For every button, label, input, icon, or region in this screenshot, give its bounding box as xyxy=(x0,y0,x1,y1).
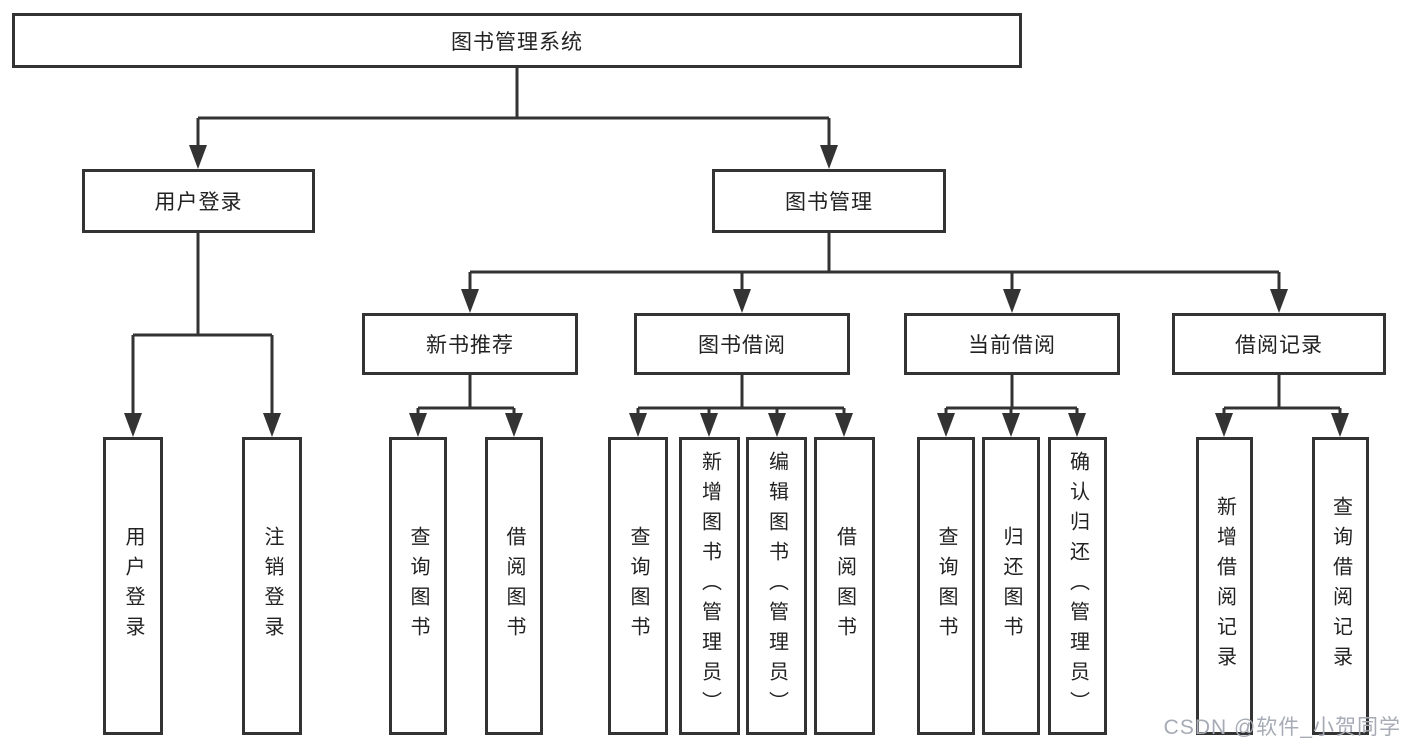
arrow-down-icon xyxy=(505,413,523,437)
connector-root-to-level2 xyxy=(196,68,831,150)
connector-userlogin-to-leaves xyxy=(131,233,274,419)
arrow-down-icon xyxy=(768,413,786,437)
node-label: 用户登录 xyxy=(122,526,144,646)
node-label: 查询图书 xyxy=(627,526,649,646)
arrow-down-icon xyxy=(1270,289,1288,313)
arrow-down-icon xyxy=(461,289,479,313)
arrow-down-icon xyxy=(700,413,718,437)
node-leaf-query-borrow-record: 查询借阅记录 xyxy=(1312,437,1369,735)
node-label: 用户登录 xyxy=(154,191,243,214)
connector-bookborrow-to-leaves xyxy=(636,375,846,419)
node-leaf-query-books-recommend: 查询图书 xyxy=(389,437,447,735)
node-leaf-borrow-books: 借阅图书 xyxy=(814,437,875,735)
node-label: 借阅图书 xyxy=(503,526,525,646)
node-label: 新书推荐 xyxy=(426,334,514,357)
node-label: 查询借阅记录 xyxy=(1329,496,1352,676)
arrow-down-icon xyxy=(124,413,142,437)
node-leaf-add-borrow-record: 新增借阅记录 xyxy=(1196,437,1253,735)
node-leaf-query-books-current: 查询图书 xyxy=(917,437,975,735)
arrow-down-icon xyxy=(835,413,853,437)
node-label: 借阅图书 xyxy=(833,526,856,646)
connector-bookmgmt-to-level3 xyxy=(468,232,1281,295)
node-leaf-return-books: 归还图书 xyxy=(982,437,1040,735)
node-label: 新增图书（管理员） xyxy=(698,451,721,721)
arrow-down-icon xyxy=(820,145,838,169)
node-label: 查询图书 xyxy=(935,526,957,646)
node-label: 图书管理系统 xyxy=(451,30,583,54)
node-label: 图书管理 xyxy=(785,191,873,214)
node-leaf-borrow-books-recommend: 借阅图书 xyxy=(485,437,543,735)
connector-records-to-leaves xyxy=(1222,375,1342,419)
node-label: 当前借阅 xyxy=(968,334,1056,357)
arrow-down-icon xyxy=(1002,413,1020,437)
node-book-borrowing: 图书借阅 xyxy=(634,313,850,375)
node-book-management: 图书管理 xyxy=(712,169,946,233)
node-leaf-edit-books-admin: 编辑图书（管理员） xyxy=(746,437,807,735)
node-label: 归还图书 xyxy=(1000,526,1022,646)
arrow-down-icon xyxy=(1068,413,1086,437)
node-label: 借阅记录 xyxy=(1235,334,1323,357)
arrow-down-icon xyxy=(1331,413,1349,437)
node-new-book-recommendation: 新书推荐 xyxy=(362,313,578,375)
node-borrowing-records: 借阅记录 xyxy=(1172,313,1386,375)
node-leaf-add-books-admin: 新增图书（管理员） xyxy=(679,437,740,735)
node-user-login: 用户登录 xyxy=(82,169,315,233)
node-label: 查询图书 xyxy=(407,526,429,646)
arrow-down-icon xyxy=(1003,289,1021,313)
arrow-down-icon xyxy=(409,413,427,437)
node-current-borrowing: 当前借阅 xyxy=(904,313,1120,375)
arrow-down-icon xyxy=(733,289,751,313)
arrow-down-icon xyxy=(937,413,955,437)
connector-newbook-to-leaves xyxy=(416,375,516,419)
node-label: 确认归还（管理员） xyxy=(1066,451,1089,721)
node-leaf-confirm-return-admin: 确认归还（管理员） xyxy=(1048,437,1107,735)
arrow-down-icon xyxy=(629,413,647,437)
arrowheads xyxy=(124,145,1349,437)
arrow-down-icon xyxy=(1215,413,1233,437)
connector-currentborrow-to-leaves xyxy=(944,375,1079,419)
node-leaf-logout: 注销登录 xyxy=(242,437,302,735)
arrow-down-icon xyxy=(189,145,207,169)
node-root-library-management-system: 图书管理系统 xyxy=(12,13,1022,68)
node-label: 编辑图书（管理员） xyxy=(765,451,788,721)
node-label: 图书借阅 xyxy=(698,334,786,357)
arrow-down-icon xyxy=(263,413,281,437)
node-leaf-query-books-borrowing: 查询图书 xyxy=(608,437,668,735)
node-label: 新增借阅记录 xyxy=(1213,496,1236,676)
node-leaf-user-login: 用户登录 xyxy=(103,437,163,735)
node-label: 注销登录 xyxy=(261,526,283,646)
